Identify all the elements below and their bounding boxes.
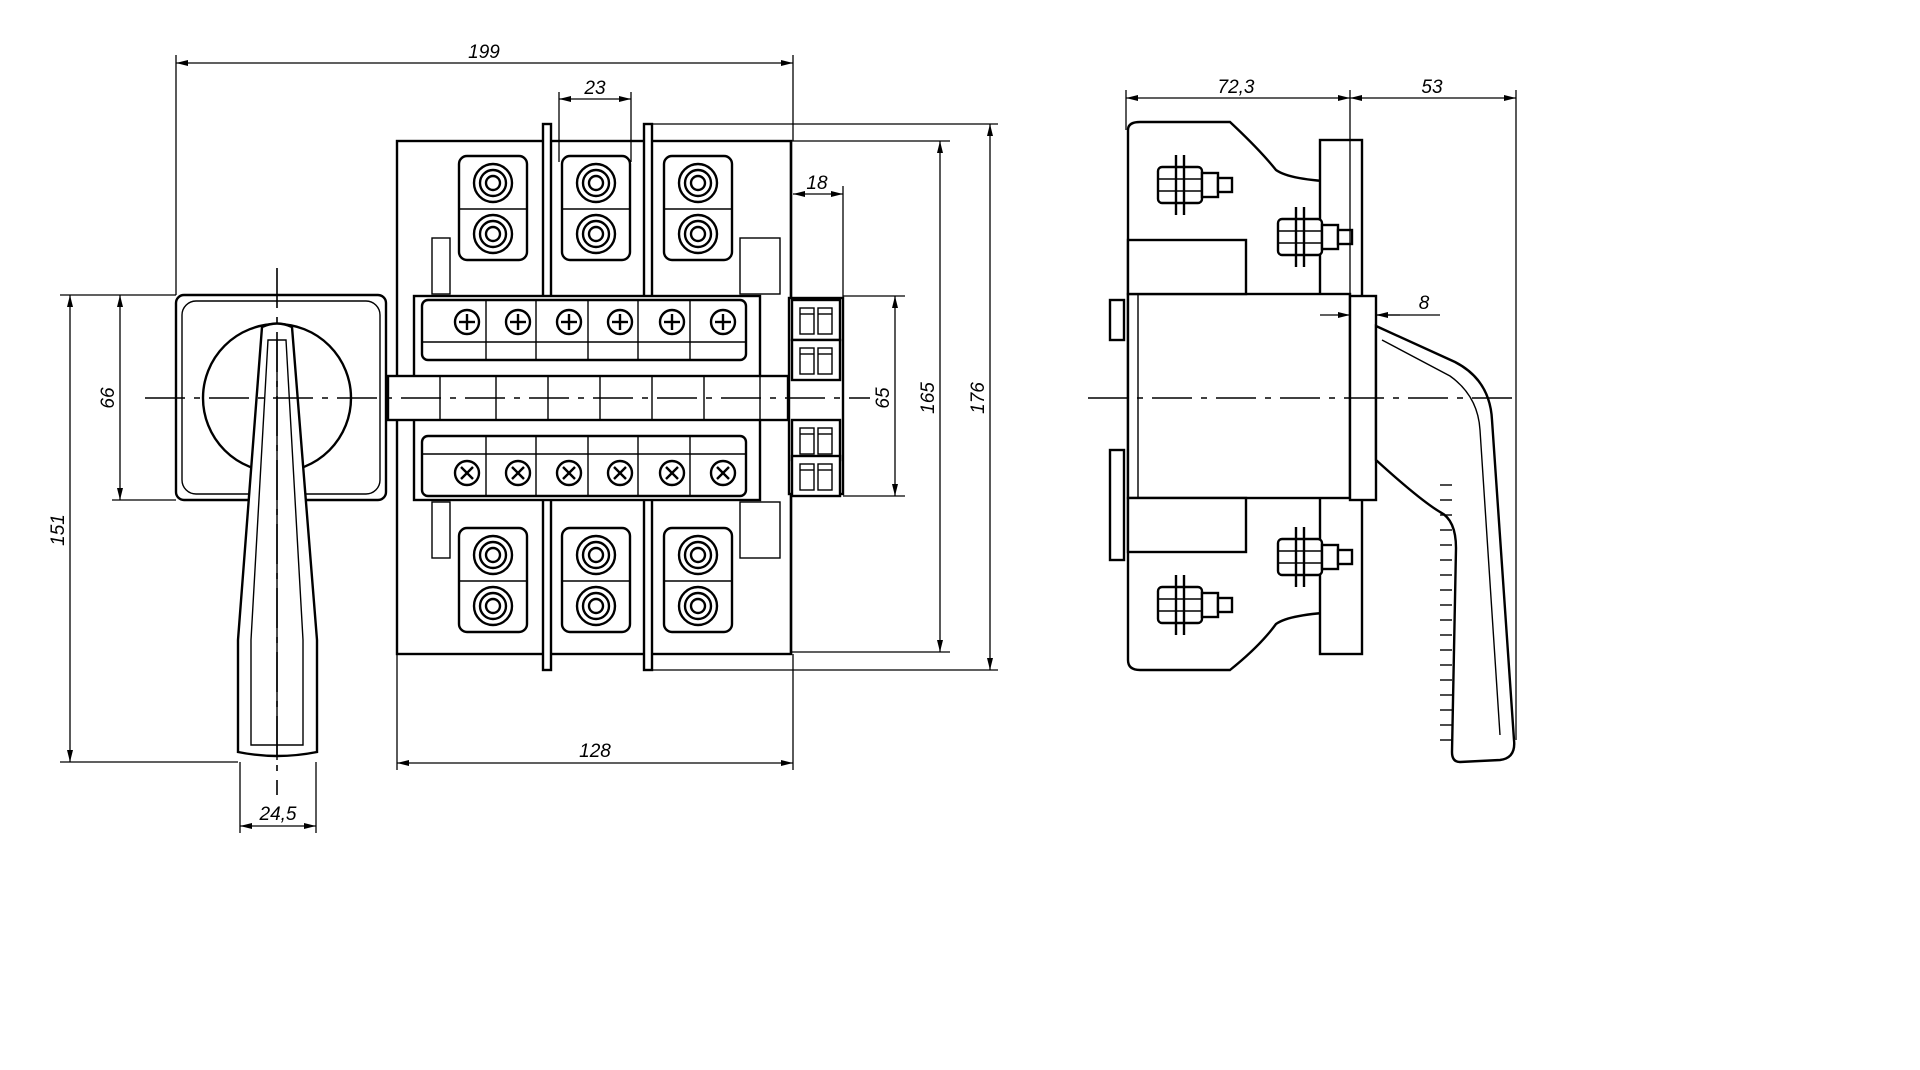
side-view (1088, 120, 1516, 764)
side-handle-profile (1374, 324, 1516, 764)
auxiliary-contacts (787, 296, 845, 498)
dim-label-151: 151 (48, 514, 69, 546)
dim-label-18: 18 (806, 173, 828, 194)
dim-label-23: 23 (583, 78, 606, 99)
dimension-lines (60, 55, 1517, 833)
dim-label-165: 165 (918, 382, 939, 414)
dim-label-65: 65 (873, 387, 894, 409)
terminal-blocks-bottom (457, 526, 734, 634)
dimension-labels: 199 23 18 72,3 53 8 128 24,5 66 151 65 1… (48, 42, 1443, 825)
dim-label-72-3: 72,3 (1218, 77, 1255, 98)
front-view (145, 122, 870, 795)
dim-label-199: 199 (468, 42, 500, 63)
dim-label-53: 53 (1421, 77, 1443, 98)
dim-label-128: 128 (579, 741, 611, 762)
terminal-blocks-top (457, 154, 734, 262)
dim-label-176: 176 (968, 382, 989, 414)
dim-label-66: 66 (98, 387, 119, 409)
mounting-brackets (431, 237, 781, 559)
dim-label-8: 8 (1419, 293, 1430, 314)
side-housing (1126, 292, 1352, 500)
dim-label-24-5: 24,5 (259, 804, 297, 825)
